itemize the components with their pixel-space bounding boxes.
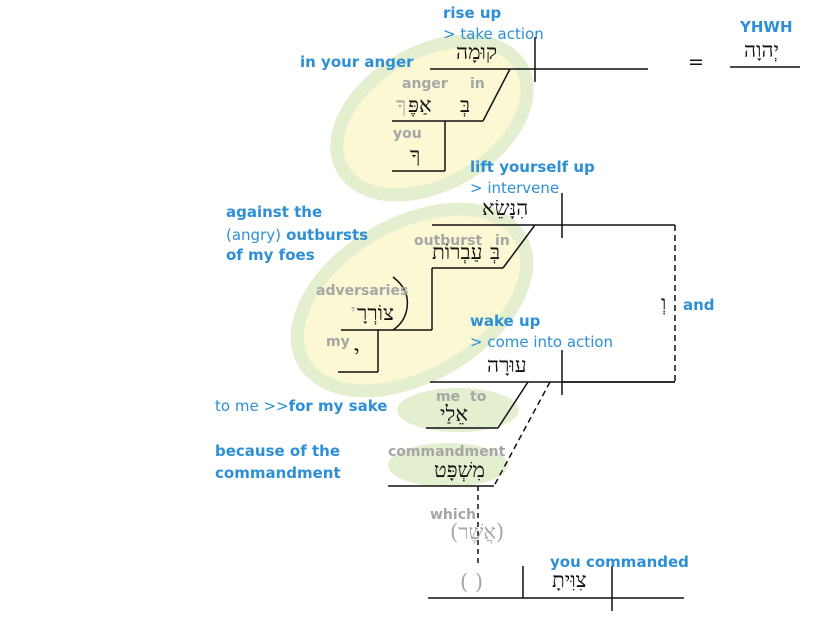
phrase-for-my-sake: for my sake — [288, 397, 388, 415]
hebrew-kha: ךָ — [410, 143, 421, 167]
hebrew-tsorray: צוֹרְרָ — [357, 301, 395, 325]
label-which: which — [430, 507, 476, 523]
hebrew-qumah: קוּמָה — [456, 40, 498, 64]
phrase-to-me: to me >>for my sake — [215, 398, 387, 414]
hebrew-mishpat: מִשְׁפָּט — [434, 458, 486, 482]
phrase-rise-up-gloss: > take action — [443, 25, 544, 43]
phrase-to-me-text: to me >> — [215, 397, 289, 415]
phrase-lift-gloss: > intervene — [470, 179, 560, 197]
highlight-group-1 — [330, 34, 534, 202]
hebrew-tsivvita: צִוִּיתָ — [552, 568, 587, 592]
phrase-commandment: commandment — [215, 464, 341, 482]
hebrew-yod-ghost: י — [351, 301, 356, 320]
slant-be-avrot — [502, 224, 536, 269]
label-to: to — [470, 389, 487, 405]
highlight-group-2 — [290, 202, 534, 398]
phrase-wake-up: wake up — [470, 312, 541, 330]
phrase-you-commanded: you commanded — [550, 553, 689, 571]
phrase-outbursts: outbursts — [286, 226, 369, 244]
slant-elay — [497, 381, 529, 429]
bracket-tsorray — [392, 276, 409, 331]
phrase-rise-up: rise up — [443, 4, 502, 22]
phrase-because-of-the: because of the — [215, 442, 341, 460]
hebrew-vav: וְ — [661, 291, 667, 315]
hebrew-urah: עוּרָה — [487, 353, 527, 377]
label-me: me — [436, 389, 461, 405]
label-in-1: in — [470, 76, 485, 92]
highlight-elay — [397, 388, 519, 432]
hebrew-avrot: עַבְרוֹת — [432, 240, 483, 264]
highlight-mishpat — [388, 443, 508, 487]
phrase-yhwh: YHWH — [740, 18, 793, 36]
phrase-against-the: against the — [226, 203, 323, 221]
label-outburst: outburst — [414, 233, 483, 249]
phrase-angry: (angry) — [226, 226, 281, 244]
hebrew-yod: י — [354, 341, 360, 365]
phrase-in-your-anger: in your anger — [300, 53, 414, 71]
phrase-angry-outbursts: (angry) outbursts — [226, 227, 368, 243]
hebrew-appekha: אַפֶּ — [408, 93, 432, 117]
hebrew-be-1: בְּ — [460, 93, 471, 117]
label-anger: anger — [402, 76, 448, 92]
hebrew-empty-subject: ( ) — [460, 570, 484, 594]
phrase-and: and — [683, 296, 715, 314]
hebrew-elay: אֵלַי — [440, 402, 468, 426]
phrase-lift-yourself-up: lift yourself up — [470, 158, 595, 176]
hebrew-yhwh: יְהוָה — [744, 38, 780, 62]
phrase-of-my-foes: of my foes — [226, 246, 315, 264]
slant-be-appekha — [482, 68, 511, 122]
label-my: my — [326, 334, 350, 350]
equals-sign: = — [688, 51, 704, 73]
hebrew-asher: (אֲשֶׁר) — [450, 520, 505, 544]
label-adversaries: adversaries — [316, 283, 409, 299]
hebrew-be-2: בְּ — [490, 240, 501, 264]
label-in-2: in — [495, 233, 510, 249]
hebrew-hinnase: הִנָּשֵׂא — [482, 196, 529, 220]
label-you: you — [393, 126, 422, 142]
label-commandment: commandment — [388, 444, 506, 460]
phrase-wake-up-gloss: > come into action — [470, 333, 614, 351]
hebrew-kha-ghost: ךָ — [396, 93, 407, 117]
